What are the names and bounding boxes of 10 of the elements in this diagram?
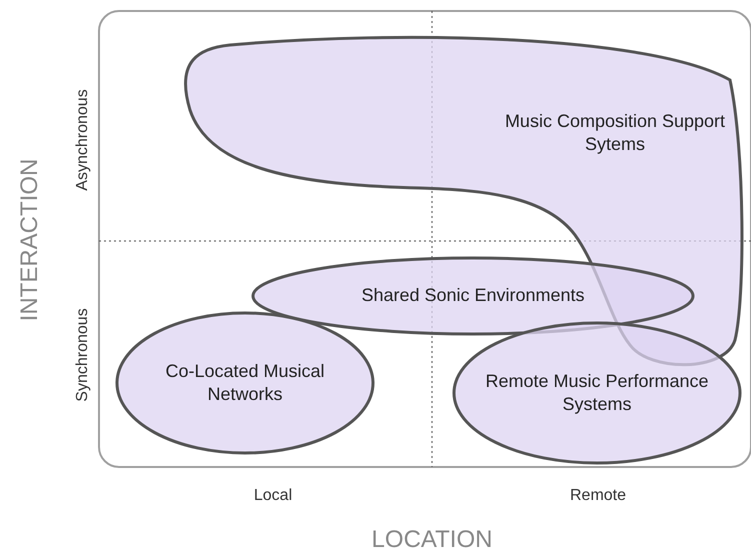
axis-tick-label: Asynchronous [74,89,92,191]
region-label: Music Composition Support Sytems [504,110,726,156]
region-label: Remote Music Performance Systems [484,370,710,416]
region-label: Co-Located Musical Networks [164,360,326,406]
axis-tick-label: Remote [570,487,626,505]
axis-tick-label: Local [254,487,292,505]
region-label: Shared Sonic Environments [360,284,586,307]
axis-title: LOCATION [372,526,492,554]
axis-title: INTERACTION [16,158,44,322]
axis-tick-label: Synchronous [74,308,92,402]
